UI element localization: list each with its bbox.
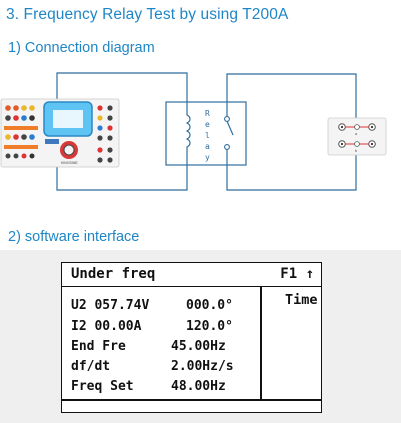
relay-letter: a: [205, 142, 210, 151]
lcd-title: Under freq: [71, 266, 156, 282]
device-terminals: [4, 105, 113, 163]
device-screen-content: [53, 110, 83, 128]
section-software-interface: 2) software interface: [8, 229, 140, 245]
lcd-row-value: 2.00Hz/s: [171, 359, 234, 374]
lcd-row-label: U2 057.74V: [71, 298, 150, 313]
lcd-divider: [260, 287, 262, 400]
device-logo: KINGSINE: [61, 161, 78, 165]
lcd-row-label: I2 00.00A: [71, 319, 142, 334]
lcd-row-value: 48.00Hz: [171, 379, 226, 394]
relay-contact: [226, 120, 234, 136]
lcd-row: End Fre 45.00Hz: [71, 339, 226, 354]
lcd-row-label: End Fre: [71, 339, 126, 354]
relay-letter: e: [205, 120, 210, 129]
lcd-row-value: 45.00Hz: [171, 339, 226, 354]
connection-wires: [56, 72, 357, 191]
lcd-row: U2 057.74V 000.0°: [71, 298, 233, 313]
terminal-block: a b: [327, 117, 387, 156]
terminal-b: b: [338, 140, 376, 153]
lcd-row-label: Freq Set: [71, 379, 134, 394]
lcd-mode: F1 ↑: [280, 266, 314, 282]
device-knob: [60, 141, 78, 159]
lcd-header: Under freq F1 ↑: [62, 263, 321, 287]
lcd-row-value: 120.0°: [186, 319, 233, 334]
lcd-row: I2 00.00A 120.0°: [71, 319, 233, 334]
relay-letter: y: [205, 153, 210, 162]
connection-diagram: KINGSINE R e l a y a: [0, 72, 387, 191]
terminal-label: a: [355, 131, 358, 136]
relay-letter: R: [205, 109, 210, 118]
relay-symbol: R e l a y: [165, 101, 247, 166]
terminal-a: a: [338, 123, 376, 136]
lcd-row-value: 000.0°: [186, 298, 233, 313]
lcd-row: df/dt 2.00Hz/s: [71, 359, 234, 374]
relay-coil: [185, 102, 191, 165]
lcd-row: Freq Set 48.00Hz: [71, 379, 226, 394]
lcd-screen: Under freq F1 ↑ Time U2 057.74V 000.0° I…: [61, 262, 322, 413]
lcd-time-label: Time: [285, 292, 318, 308]
section-connection-diagram: 1) Connection diagram: [8, 40, 155, 56]
page-title: 3. Frequency Relay Test by using T200A: [6, 6, 289, 23]
terminal-label: b: [355, 148, 358, 153]
t200a-device: KINGSINE: [0, 98, 120, 168]
lcd-row-label: df/dt: [71, 359, 111, 374]
relay-letter: l: [205, 131, 210, 140]
lcd-bottom-line: [62, 399, 321, 401]
